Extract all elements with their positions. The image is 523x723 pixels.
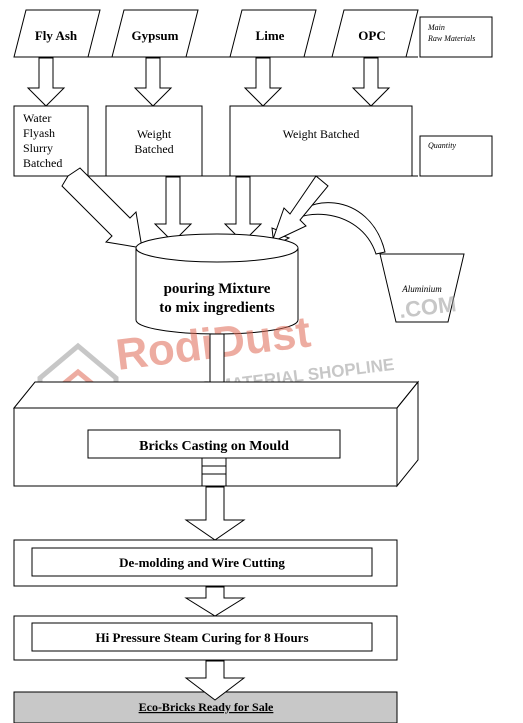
arrow-casting-to-demolding: [184, 486, 246, 541]
batch-gypsum-line-1: Weight: [137, 127, 172, 141]
fly-ash-label: Fly Ash: [35, 28, 78, 43]
opc-shape: [331, 9, 419, 58]
batch-water-line-1: Water: [23, 111, 51, 125]
aluminium-shape: [379, 253, 465, 323]
casting-step-box: [87, 429, 341, 459]
batch-gypsum-line-2: Batched: [134, 142, 173, 156]
aluminium-bucket: Aluminium: [379, 253, 465, 323]
mixer-label-1: pouring Mixture: [164, 281, 271, 297]
final-label: Eco-Bricks Ready for Sale: [139, 700, 274, 714]
batch-water-line-3: Slurry: [23, 141, 53, 155]
legend-main-text-1: Main: [427, 23, 445, 32]
demolding-label: De-molding and Wire Cutting: [119, 555, 285, 570]
mixer-cylinder: pouring Mixture to mix ingredients: [135, 233, 299, 335]
arrow-curing-to-final: [184, 660, 246, 701]
arrow-demolding-to-curing: [184, 586, 246, 617]
batch-lime-opc-label: Weight Batched: [283, 127, 360, 141]
batch-lime-opc-box: [229, 105, 413, 177]
arrow-lime: [243, 57, 283, 107]
batch-water-line-4: Batched: [23, 156, 62, 170]
final-box: [13, 691, 398, 723]
mixer-label-2: to mix ingredients: [159, 300, 275, 316]
legend-main-box: [419, 16, 493, 58]
curing-label: Hi Pressure Steam Curing for 8 Hours: [95, 630, 308, 645]
raw-material-lime: Lime: [229, 9, 317, 58]
arrows-to-batching: [26, 57, 391, 107]
opc-label: OPC: [358, 28, 385, 43]
batch-water-flyash: Water Flyash Slurry Batched: [13, 105, 89, 177]
batch-water-box: [13, 105, 89, 177]
arrow-fly-ash: [26, 57, 66, 107]
curing-inner-box: [31, 622, 373, 652]
batch-gypsum: Weight Batched: [105, 105, 203, 177]
raw-material-fly-ash: Fly Ash: [13, 9, 101, 58]
legend-quantity-text: Quantity: [428, 141, 456, 150]
fly-ash-shape: [13, 9, 101, 58]
demolding-inner-box: [31, 547, 373, 577]
legend-main-text-2: Raw Materials: [427, 34, 475, 43]
legend-main-raw-materials: Main Raw Materials: [419, 16, 493, 58]
arrow-gypsum: [133, 57, 173, 107]
mould-top-face: [12, 381, 420, 409]
arrow-gypsum-to-mixer: [153, 176, 193, 243]
arrow-opc-to-mixer: [271, 175, 329, 243]
gypsum-label: Gypsum: [132, 28, 179, 43]
connector-neck: [201, 457, 227, 487]
lime-label: Lime: [256, 28, 285, 43]
casting-step-label: Bricks Casting on Mould: [139, 439, 289, 454]
mixer-top: [135, 233, 299, 263]
casting-connector: [201, 457, 227, 487]
arrows-to-mixer: [61, 167, 329, 249]
arrow-lime-to-mixer: [223, 176, 263, 243]
curing-step: Hi Pressure Steam Curing for 8 Hours: [13, 615, 398, 661]
arrow-water-to-mixer: [61, 167, 143, 249]
final-step: Eco-Bricks Ready for Sale: [13, 691, 398, 723]
legend-quantity: Quantity: [419, 135, 493, 177]
batch-lime-opc: Weight Batched: [229, 105, 413, 177]
legend-quantity-box: [419, 135, 493, 177]
demolding-step: De-molding and Wire Cutting: [13, 539, 398, 587]
batch-gypsum-box: [105, 105, 203, 177]
gypsum-shape: [111, 9, 199, 58]
aluminium-label: Aluminium: [401, 284, 442, 294]
batch-water-line-2: Flyash: [23, 126, 55, 140]
arrow-opc: [351, 57, 391, 107]
raw-material-opc: OPC: [331, 9, 419, 58]
lime-shape: [229, 9, 317, 58]
raw-material-gypsum: Gypsum: [111, 9, 199, 58]
